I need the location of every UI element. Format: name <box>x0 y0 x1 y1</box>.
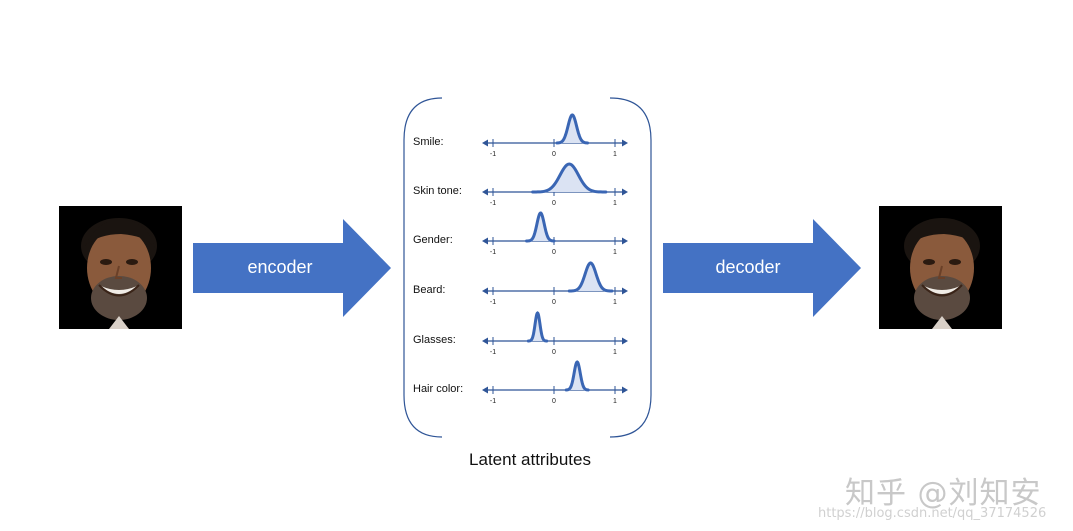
tick-label-minus-one: -1 <box>489 151 497 158</box>
tick-label-minus-one: -1 <box>489 398 497 405</box>
face-illustration <box>879 206 1002 329</box>
left-bracket <box>403 97 443 438</box>
attribute-row-5 <box>482 360 628 394</box>
face-illustration <box>59 206 182 329</box>
distribution-curve <box>555 113 590 145</box>
tick-label-minus-one: -1 <box>489 349 497 356</box>
axis-right-arrowhead <box>622 386 628 394</box>
decoder-label: decoder <box>715 257 781 277</box>
attribute-row-2 <box>482 211 628 245</box>
tick-label-one: 1 <box>613 398 617 405</box>
csdn-watermark-url: https://blog.csdn.net/qq_37174526 <box>818 506 1047 521</box>
tick-label-one: 1 <box>613 299 617 306</box>
axis-left-arrowhead <box>482 337 488 345</box>
distribution-curve <box>526 311 549 343</box>
tick-label-zero: 0 <box>552 398 556 405</box>
distribution-curve <box>531 162 608 194</box>
axis-right-arrowhead <box>622 287 628 295</box>
attribute-row-4 <box>482 311 628 345</box>
attribute-label: Skin tone: <box>413 185 462 197</box>
distribution-curve <box>525 211 556 243</box>
attribute-row-0 <box>482 113 628 147</box>
tick-label-zero: 0 <box>552 151 556 158</box>
encoder-label: encoder <box>247 257 313 277</box>
distribution-fill <box>528 313 547 341</box>
tick-label-zero: 0 <box>552 299 556 306</box>
distribution-curve <box>564 360 590 392</box>
distribution-fill <box>569 263 612 291</box>
distribution-curve <box>567 261 614 293</box>
attribute-label: Smile: <box>413 136 444 148</box>
tick-label-one: 1 <box>613 349 617 356</box>
attribute-label: Hair color: <box>413 383 464 395</box>
input-face-image <box>59 206 182 329</box>
tick-label-one: 1 <box>613 249 617 256</box>
distribution-fill <box>566 362 589 390</box>
attribute-label: Gender: <box>413 234 453 246</box>
tick-label-one: 1 <box>613 151 617 158</box>
output-face-image <box>879 206 1002 329</box>
tick-label-minus-one: -1 <box>489 299 497 306</box>
axis-left-arrowhead <box>482 386 488 394</box>
axis-left-arrowhead <box>482 139 488 147</box>
encoder-arrow <box>193 219 391 317</box>
tick-label-zero: 0 <box>552 200 556 207</box>
right-bracket <box>609 97 652 438</box>
axis-right-arrowhead <box>622 139 628 147</box>
attribute-row-1 <box>482 162 628 196</box>
latent-attributes-caption: Latent attributes <box>469 450 591 469</box>
tick-label-one: 1 <box>613 200 617 207</box>
distribution-fill <box>526 213 554 241</box>
attribute-label: Beard: <box>413 284 446 296</box>
distribution-fill <box>532 164 606 192</box>
tick-label-zero: 0 <box>552 349 556 356</box>
tick-label-minus-one: -1 <box>489 200 497 207</box>
distribution-fill <box>557 115 588 143</box>
axis-right-arrowhead <box>622 188 628 196</box>
axis-right-arrowhead <box>622 237 628 245</box>
axis-left-arrowhead <box>482 237 488 245</box>
axis-left-arrowhead <box>482 188 488 196</box>
decoder-arrow <box>663 219 861 317</box>
attribute-row-3 <box>482 261 628 295</box>
attribute-label: Glasses: <box>413 334 456 346</box>
axis-right-arrowhead <box>622 337 628 345</box>
tick-label-zero: 0 <box>552 249 556 256</box>
tick-label-minus-one: -1 <box>489 249 497 256</box>
zhihu-watermark: 知乎 @刘知安 <box>845 476 1042 511</box>
axis-left-arrowhead <box>482 287 488 295</box>
